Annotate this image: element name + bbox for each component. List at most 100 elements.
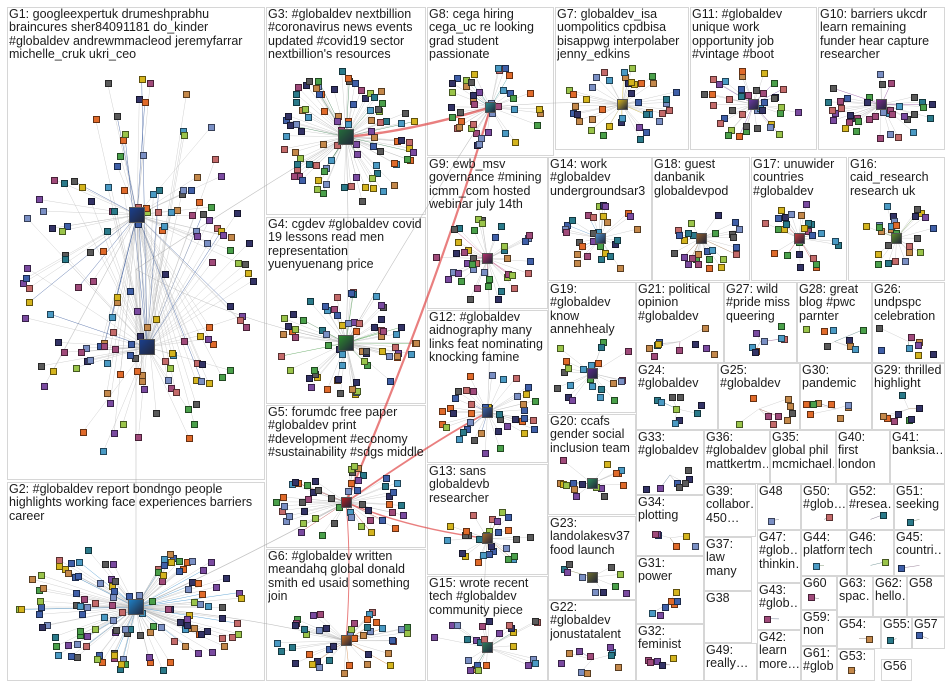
user-node xyxy=(84,604,91,611)
user-node xyxy=(165,606,172,613)
user-node xyxy=(199,591,206,598)
user-node xyxy=(598,256,605,263)
user-node xyxy=(685,467,692,474)
hub-avatar-icon xyxy=(341,635,352,646)
user-node xyxy=(504,255,511,262)
user-node xyxy=(810,255,817,262)
user-node xyxy=(872,113,879,120)
user-node xyxy=(847,112,854,119)
user-node xyxy=(479,220,486,227)
user-node xyxy=(803,326,810,333)
user-node xyxy=(573,493,580,500)
user-node xyxy=(208,204,215,211)
group-box-g48 xyxy=(757,484,801,530)
user-node xyxy=(117,153,124,160)
user-node xyxy=(706,265,713,272)
user-node xyxy=(314,186,321,193)
user-node xyxy=(443,424,450,431)
user-node xyxy=(610,380,617,387)
user-node xyxy=(227,367,234,374)
user-node xyxy=(889,111,896,118)
user-node xyxy=(606,123,613,130)
user-node xyxy=(635,99,642,106)
user-node xyxy=(359,198,366,205)
user-node xyxy=(852,346,859,353)
edge-line xyxy=(345,333,397,344)
user-node xyxy=(368,529,375,536)
user-node xyxy=(659,662,666,669)
user-node xyxy=(79,184,86,191)
user-node xyxy=(227,247,234,254)
user-node xyxy=(104,360,111,367)
user-node xyxy=(153,316,160,323)
user-node xyxy=(371,94,378,101)
user-node xyxy=(784,252,791,259)
edge-line xyxy=(573,93,623,105)
user-node xyxy=(652,531,659,538)
user-node xyxy=(55,652,62,659)
group-box-g6 xyxy=(266,549,426,681)
user-node xyxy=(505,514,512,521)
user-node xyxy=(638,80,645,87)
user-node xyxy=(367,90,374,97)
user-node xyxy=(853,128,860,135)
user-node xyxy=(206,217,213,224)
user-node xyxy=(809,232,816,239)
user-node xyxy=(525,662,532,669)
user-node xyxy=(502,65,509,72)
user-node xyxy=(291,173,298,180)
user-node xyxy=(801,225,808,232)
user-node xyxy=(681,254,688,261)
user-node xyxy=(386,353,393,360)
user-node xyxy=(55,339,62,346)
user-node xyxy=(301,508,308,515)
hub-avatar-icon xyxy=(617,99,628,110)
user-node xyxy=(563,358,570,365)
user-node xyxy=(915,342,922,349)
user-node xyxy=(920,104,927,111)
edge-line xyxy=(26,267,148,348)
user-node xyxy=(512,416,519,423)
user-node xyxy=(612,583,619,590)
edge-line xyxy=(29,214,138,303)
user-node xyxy=(460,429,467,436)
user-node xyxy=(733,244,740,251)
edge-line xyxy=(116,116,138,216)
user-node xyxy=(572,103,579,110)
user-node xyxy=(625,348,632,355)
user-node xyxy=(289,644,296,651)
user-node xyxy=(471,71,478,78)
user-node xyxy=(155,209,162,216)
user-node xyxy=(838,105,845,112)
user-node xyxy=(884,203,891,210)
user-node xyxy=(646,345,653,352)
user-node xyxy=(593,74,600,81)
edge-line xyxy=(314,480,347,503)
user-node xyxy=(379,348,386,355)
user-node xyxy=(718,264,725,271)
user-node xyxy=(379,100,386,107)
user-node xyxy=(219,604,226,611)
user-node xyxy=(587,653,594,660)
user-node xyxy=(521,415,528,422)
user-node xyxy=(379,625,386,632)
user-node xyxy=(896,103,903,110)
user-node xyxy=(61,180,68,187)
user-node xyxy=(569,217,576,224)
edge-line xyxy=(146,335,200,348)
hub-avatar-icon xyxy=(794,233,805,244)
user-node xyxy=(892,258,899,265)
user-node xyxy=(278,353,285,360)
hub-avatar-icon xyxy=(876,99,887,110)
edge-line xyxy=(136,214,202,381)
group-box-g5 xyxy=(266,405,426,548)
group-box-g51 xyxy=(894,484,945,530)
user-node xyxy=(40,208,47,215)
user-node xyxy=(139,76,146,83)
user-node xyxy=(364,616,371,623)
user-node xyxy=(608,564,615,571)
user-node xyxy=(525,270,532,277)
user-node xyxy=(805,220,812,227)
user-node xyxy=(863,223,870,230)
edge-line xyxy=(345,491,393,503)
